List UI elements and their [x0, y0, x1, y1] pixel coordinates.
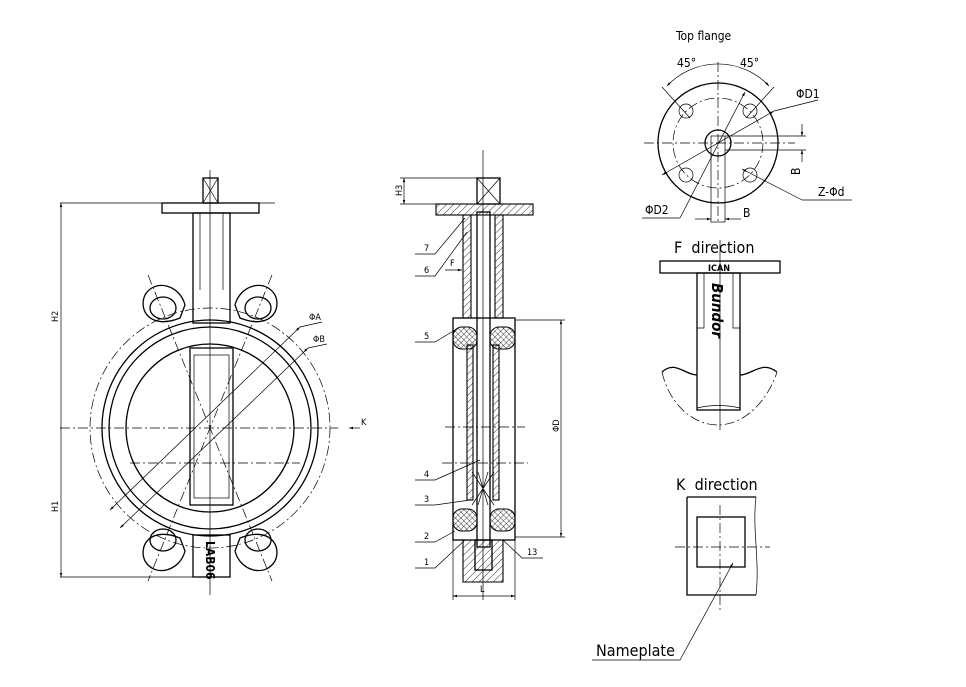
b-vertical-label: B — [789, 168, 803, 175]
top-flange-plate — [161, 202, 260, 214]
neck-marking: Bundor — [708, 283, 726, 339]
side-flange — [435, 203, 534, 216]
top-flange-title: Top flange — [675, 29, 732, 43]
side-view: H3 ΦD L F — [395, 150, 565, 600]
part-3: 3 — [424, 495, 429, 505]
lugs — [142, 284, 278, 572]
part-callouts: 7 6 5 4 3 2 1 13 — [415, 217, 543, 569]
top-flange-view: Top flange 45° 45° B B ΦD1 ΦD2 Z-Φd — [642, 29, 852, 223]
phi-a-label: ΦA — [309, 313, 321, 323]
part-6: 6 — [424, 266, 429, 276]
part-1: 1 — [424, 558, 429, 568]
h1-label: H1 — [51, 501, 61, 512]
angle-left-label: 45° — [677, 56, 696, 70]
angle-right-label: 45° — [740, 56, 759, 70]
f-direction-view: F direction ICAN Bundor — [659, 238, 781, 430]
part-2: 2 — [424, 532, 429, 542]
f-direction-title: F direction — [674, 238, 754, 257]
part-13: 13 — [527, 548, 537, 558]
d2-label: ΦD2 — [645, 203, 669, 217]
f-view-label: F — [450, 259, 455, 269]
h2-label: H2 — [51, 311, 61, 322]
d1-label: ΦD1 — [796, 87, 820, 101]
flange-marking: ICAN — [708, 264, 730, 274]
part-5: 5 — [424, 332, 429, 342]
k-direction-view: K direction Nameplate — [592, 475, 770, 661]
stem-square — [202, 177, 219, 204]
phi-d-label: ΦD — [552, 419, 562, 432]
front-view: H2 H1 LAB06 — [51, 170, 367, 595]
h3-label: H3 — [395, 185, 405, 196]
bolt-holes-label: Z-Φd — [818, 185, 844, 199]
l-label: L — [480, 585, 485, 595]
stem — [476, 211, 491, 548]
k-direction-title: K direction — [676, 475, 758, 494]
nameplate-label: Nameplate — [596, 641, 675, 660]
b-horizontal-label: B — [743, 206, 750, 220]
part-4: 4 — [424, 470, 429, 480]
phi-b-label: ΦB — [313, 335, 325, 345]
part-7: 7 — [424, 244, 429, 254]
k-view-label: K — [361, 418, 367, 428]
